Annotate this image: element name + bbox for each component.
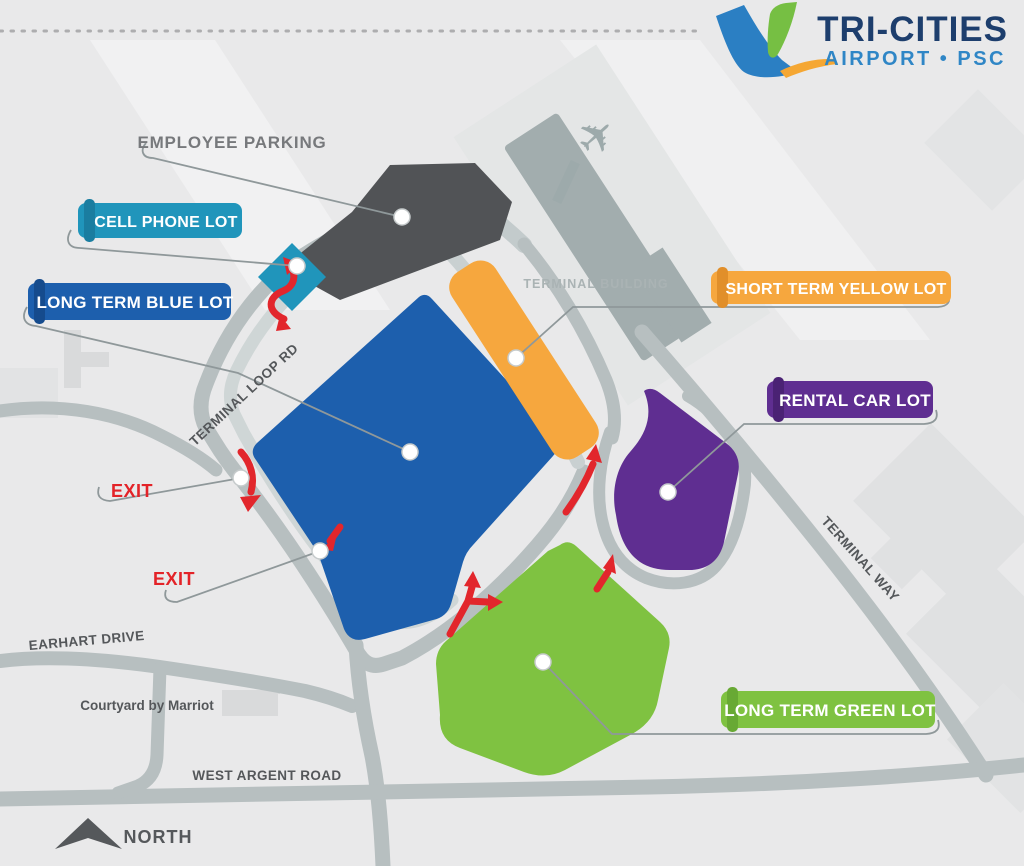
rental-car-lot-shape — [614, 388, 739, 570]
badge-body — [28, 283, 231, 320]
entry-arrow-split — [446, 583, 492, 638]
arrowhead — [240, 495, 261, 512]
terminal-building-shape — [504, 113, 696, 361]
logo-swoosh-green — [767, 2, 797, 58]
location-dots — [232, 208, 677, 671]
cell-lot-two-way-arrow — [267, 264, 298, 323]
badge-fold — [84, 199, 95, 242]
exit-upper-label: EXIT — [111, 481, 153, 501]
badge-label: LONG TERM GREEN LOT — [724, 701, 936, 720]
exit-upper-arrow — [237, 448, 257, 496]
building-annex — [870, 536, 924, 590]
cell-phone-dot — [288, 257, 306, 275]
employee-parking-lot — [282, 163, 512, 300]
green-lot-dot — [534, 653, 552, 671]
terminal-front-road — [517, 237, 621, 445]
lot-badges: CELL PHONE LOT LONG TERM BLUE LOT SHORT … — [28, 199, 951, 732]
yellow-lot-dot — [507, 349, 525, 367]
badge-body — [721, 691, 935, 728]
background-band — [560, 40, 930, 340]
building — [924, 89, 1024, 211]
jet-bridge — [552, 159, 580, 205]
badge-cell-phone-lot: CELL PHONE LOT — [78, 199, 242, 242]
terminal-way-road — [634, 324, 994, 783]
badge-body — [78, 203, 242, 238]
badge-long-term-blue-lot: LONG TERM BLUE LOT — [28, 279, 234, 324]
green-lot-leader — [542, 661, 940, 735]
west-argent-road-label: WEST ARGENT ROAD — [192, 768, 341, 783]
north-arrow-icon — [55, 818, 122, 849]
logo-title: TRI-CITIES — [817, 10, 1008, 49]
arrowhead — [276, 315, 291, 331]
arrowhead — [464, 571, 481, 588]
terminal-building-label: TERMINAL BUILDING — [523, 277, 668, 291]
badge-label: SHORT TERM YELLOW LOT — [725, 281, 946, 298]
badge-fold — [717, 267, 728, 308]
blue-lot-dot — [401, 443, 419, 461]
north-indicator: NORTH — [55, 818, 193, 849]
courtyard-building — [222, 690, 278, 716]
flow-arrows — [237, 257, 616, 638]
west-exit-road — [0, 401, 223, 477]
building — [906, 556, 1024, 754]
exit-labels: EXIT EXIT — [111, 481, 195, 589]
logo: TRI-CITIES AIRPORT • PSC — [716, 2, 1008, 78]
badge-label: CELL PHONE LOT — [94, 214, 237, 231]
badge-fold — [773, 377, 784, 422]
long-term-blue-lot-shape — [252, 294, 559, 640]
badge-fold — [727, 687, 738, 732]
building — [81, 352, 109, 367]
arrowhead — [488, 594, 503, 611]
exit-upper-leader — [97, 477, 242, 502]
west-argent-road-shape — [0, 757, 1024, 807]
south-access-road — [348, 637, 391, 866]
logo-swoosh-orange — [780, 58, 838, 78]
earhart-drive-road — [0, 651, 359, 713]
arrowhead — [586, 444, 602, 463]
rental-car-leader — [667, 409, 938, 493]
logo-swoosh-blue — [716, 5, 798, 78]
earhart-drive-label: EARHART DRIVE — [28, 628, 145, 653]
exit-lower-arrow — [326, 523, 344, 545]
badge-body — [711, 271, 951, 304]
badge-fold — [34, 279, 45, 324]
building — [946, 682, 1024, 814]
badge-body — [767, 381, 933, 418]
cell-phone-leader — [67, 229, 298, 267]
employee-dot — [393, 208, 411, 226]
exit-upper-dot — [232, 469, 250, 487]
employee-parking-label: EMPLOYEE PARKING — [137, 133, 326, 152]
entry-arrow-east — [562, 460, 597, 516]
badge-label: RENTAL CAR LOT — [779, 391, 931, 410]
rental-car-dot — [659, 483, 677, 501]
building — [64, 330, 81, 388]
building — [853, 423, 1024, 607]
exit-lower-dot — [311, 542, 329, 560]
exit-lower-label: EXIT — [153, 569, 195, 589]
terminal-complex: ✈ — [453, 44, 771, 406]
arrowhead — [603, 554, 616, 574]
employee-leader — [141, 142, 403, 218]
blue-lot-leader — [23, 306, 411, 453]
green-lot-arrow — [593, 568, 612, 593]
badge-label: LONG TERM BLUE LOT — [36, 293, 233, 312]
exit-lower-leader — [164, 550, 321, 603]
logo-subtitle: AIRPORT • PSC — [824, 48, 1006, 70]
north-label: NORTH — [124, 827, 193, 847]
courtyard-by-marriot-label: Courtyard by Marriot — [80, 698, 214, 713]
badge-long-term-green-lot: LONG TERM GREEN LOT — [721, 687, 936, 732]
hotel-access-road — [111, 661, 167, 800]
badge-short-term-yellow-lot: SHORT TERM YELLOW LOT — [711, 267, 951, 308]
badge-rental-car-lot: RENTAL CAR LOT — [767, 377, 933, 422]
terminal-arm — [632, 247, 712, 343]
